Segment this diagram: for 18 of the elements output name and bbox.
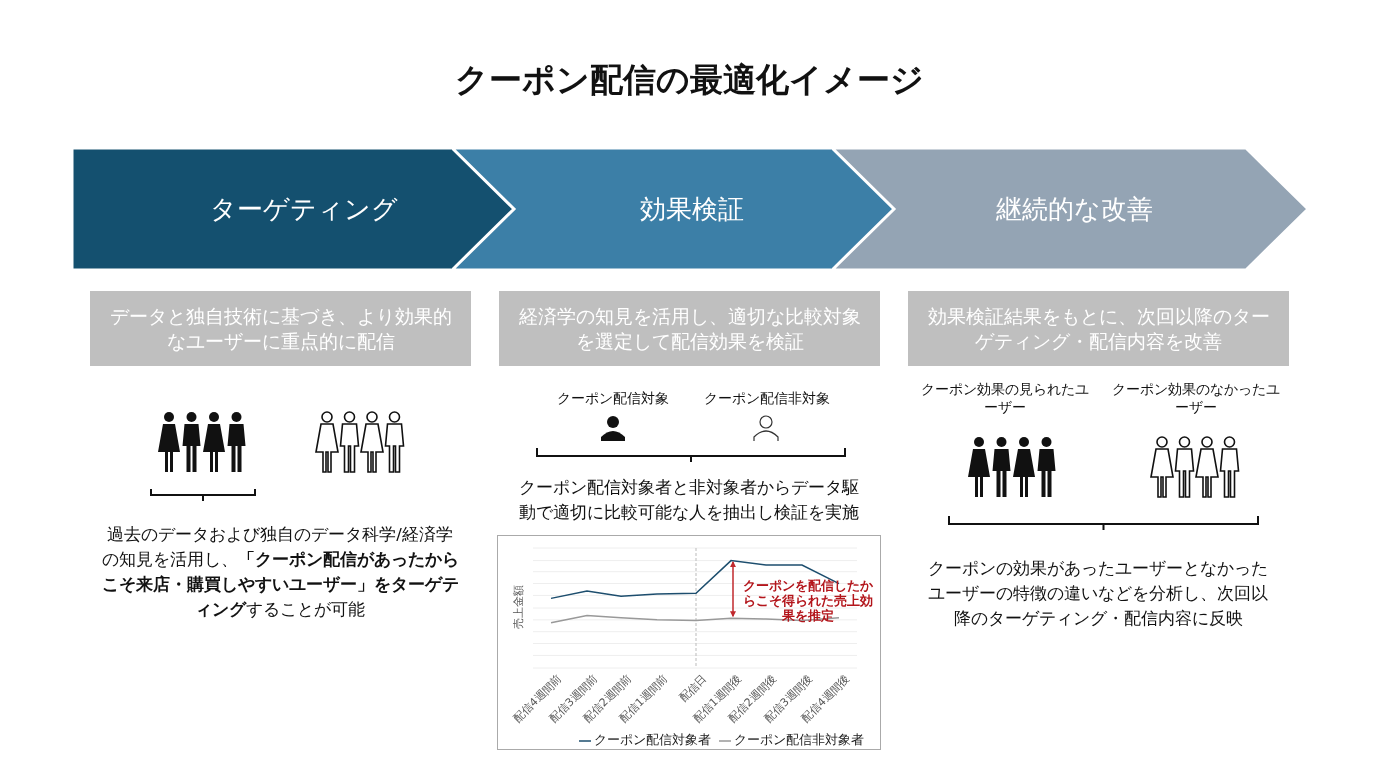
step-title: 継続的な改善 <box>996 193 1153 226</box>
description-text: 過去のデータおよび独自のデータ科学/経済学の知見を活用し、「クーポン配信があったからこそ来店・購買しやすいユーザー」をターゲティングすることが可能 <box>100 524 460 621</box>
legend-text: クーポン配信対象者 <box>594 733 711 746</box>
description-text: クーポンの効果があったユーザーとなかったユーザーの特徴の違いなどを分析し、次回以降のターゲティング・配信内容に反映 <box>927 558 1269 630</box>
annotation-text: クーポンを配信したからこそ得られた売上効果を推定 <box>742 578 874 623</box>
group-label: クーポン配信非対象 <box>703 389 831 407</box>
group-label: クーポン効果の見られたユーザー <box>920 380 1090 416</box>
title: クーポン配信の最適化イメージ <box>454 59 925 101</box>
description-text: データと独自技術に基づき、より効果的なユーザーに重点的に配信 <box>108 303 453 354</box>
description-text: 効果検証結果をもとに、次回以降のターゲティング・配信内容を改善 <box>926 303 1271 354</box>
axis-title: 売上金額 <box>511 584 525 629</box>
group-label: クーポン配信対象 <box>556 389 670 407</box>
description-text: 経済学の知見を活用し、適切な比較対象を選定して配信効果を検証 <box>517 303 862 354</box>
description-text: クーポン配信対象者と非対象者からデータ駆動で適切に比較可能な人を抽出し検証を実施 <box>518 477 860 524</box>
legend-text: クーポン配信非対象者 <box>734 733 864 746</box>
group-label: クーポン効果のなかったユーザー <box>1111 380 1281 416</box>
step-title: ターゲティング <box>210 193 398 226</box>
step-title: 効果検証 <box>640 193 744 226</box>
